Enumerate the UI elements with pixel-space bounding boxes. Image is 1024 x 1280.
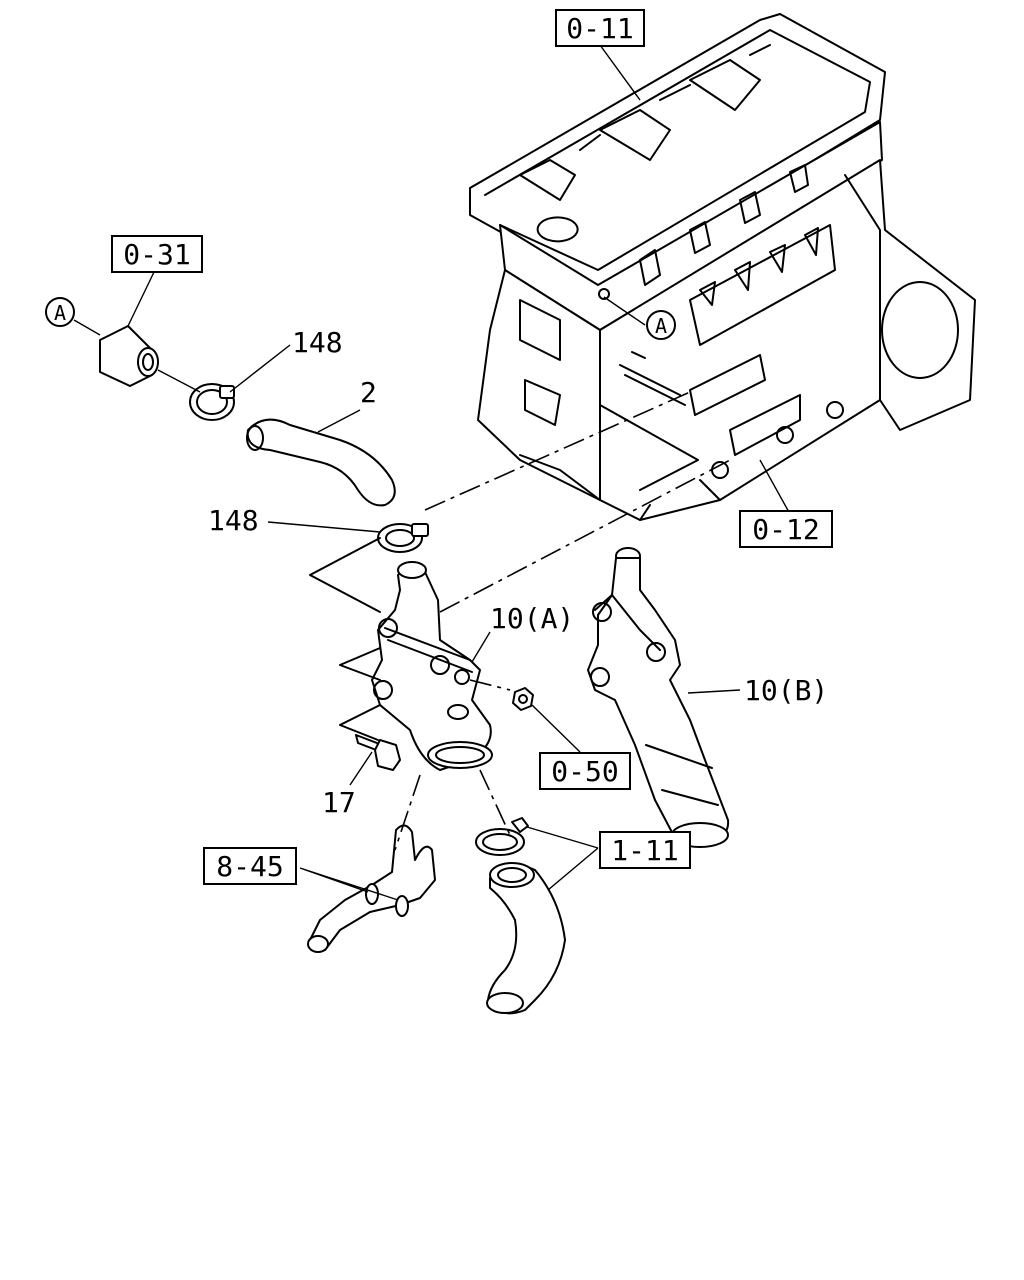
water-hose-2-drawing	[246, 418, 396, 507]
part-148-top-label: 148	[292, 326, 343, 359]
callout-0-11-label: 0-11	[566, 12, 633, 45]
part-2-label: 2	[360, 376, 377, 409]
callout-0-50-label: 0-50	[551, 755, 618, 788]
callout-0-31-label: 0-31	[123, 238, 190, 271]
callout-0-31: 0-31	[111, 235, 203, 273]
assembly-center-lines	[309, 391, 731, 851]
hose-clamp-1-11-drawing	[475, 817, 529, 856]
connector-pipe-drawing	[73, 319, 159, 387]
hose-clamp-148-top-drawing	[157, 369, 235, 421]
callout-1-11: 1-11	[599, 831, 691, 869]
marker-a-left-label: A	[54, 301, 66, 325]
callout-0-12-label: 0-12	[752, 513, 819, 546]
thermostat-housing-10a-drawing	[371, 561, 493, 771]
callout-0-12: 0-12	[739, 510, 833, 548]
callout-8-45-label: 8-45	[216, 850, 283, 883]
part-10b-label: 10(B)	[744, 674, 828, 707]
bypass-hoses-8-45-drawing	[307, 824, 436, 953]
marker-a-left: A	[45, 297, 75, 327]
part-10a-label: 10(A)	[490, 602, 574, 635]
callout-0-11: 0-11	[555, 9, 645, 47]
marker-a-block: A	[646, 310, 676, 340]
hose-clamp-148-mid-drawing	[377, 523, 429, 553]
radiator-hose-1-11-drawing	[486, 862, 566, 1015]
callout-8-45: 8-45	[203, 847, 297, 885]
callout-1-11-label: 1-11	[611, 834, 678, 867]
engine-block-drawing	[469, 13, 976, 521]
part-148-mid-label: 148	[208, 504, 259, 537]
bolt-17-drawing	[355, 734, 401, 771]
callout-0-50: 0-50	[539, 752, 631, 790]
leader-lines	[127, 44, 791, 901]
part-17-label: 17	[322, 786, 356, 819]
thermostat-housing-10b-drawing	[587, 547, 730, 848]
nut-drawing	[512, 687, 534, 711]
marker-a-block-label: A	[655, 314, 667, 338]
